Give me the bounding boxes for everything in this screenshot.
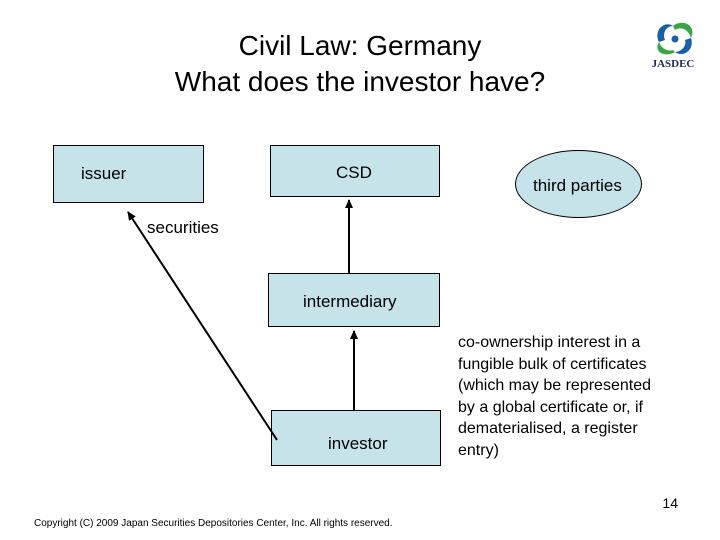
csd-label: CSD (336, 163, 372, 182)
description-line: dematerialised, a register (458, 420, 638, 437)
page-title: Civil Law: Germany What does the investo… (100, 28, 620, 100)
investor-label: investor (328, 434, 388, 453)
jasdec-logo-mark (657, 22, 693, 55)
title-line-2: What does the investor have? (174, 66, 546, 97)
securities-label: securities (147, 218, 219, 237)
investor-box: investor (271, 410, 441, 466)
issuer-label: issuer (81, 164, 127, 183)
arrow-investor-to-issuer (127, 211, 278, 441)
intermediary-label: intermediary (303, 292, 397, 311)
issuer-box: issuer (53, 145, 204, 203)
jasdec-logo-text: JASDEC (652, 58, 695, 70)
description-line: by a global certificate or, if (458, 398, 643, 416)
description-line: (which may be represented (458, 377, 651, 394)
title-line-1: Civil Law: Germany (238, 30, 482, 61)
co-ownership-description: co-ownership interest in a fungible bulk… (458, 332, 713, 461)
third-parties-ellipse: third parties (515, 150, 642, 218)
csd-box: CSD (270, 145, 440, 197)
intermediary-box: intermediary (268, 273, 440, 327)
description-line: co-ownership interest in a (458, 334, 641, 351)
description-line: entry) (458, 441, 499, 459)
third-parties-label: third parties (533, 176, 622, 195)
copyright-notice: Copyright (C) 2009 Japan Securities Depo… (34, 518, 393, 529)
jasdec-logo: JASDEC (652, 22, 695, 70)
page-number: 14 (662, 495, 678, 511)
description-line: fungible bulk of certificates (458, 355, 647, 373)
